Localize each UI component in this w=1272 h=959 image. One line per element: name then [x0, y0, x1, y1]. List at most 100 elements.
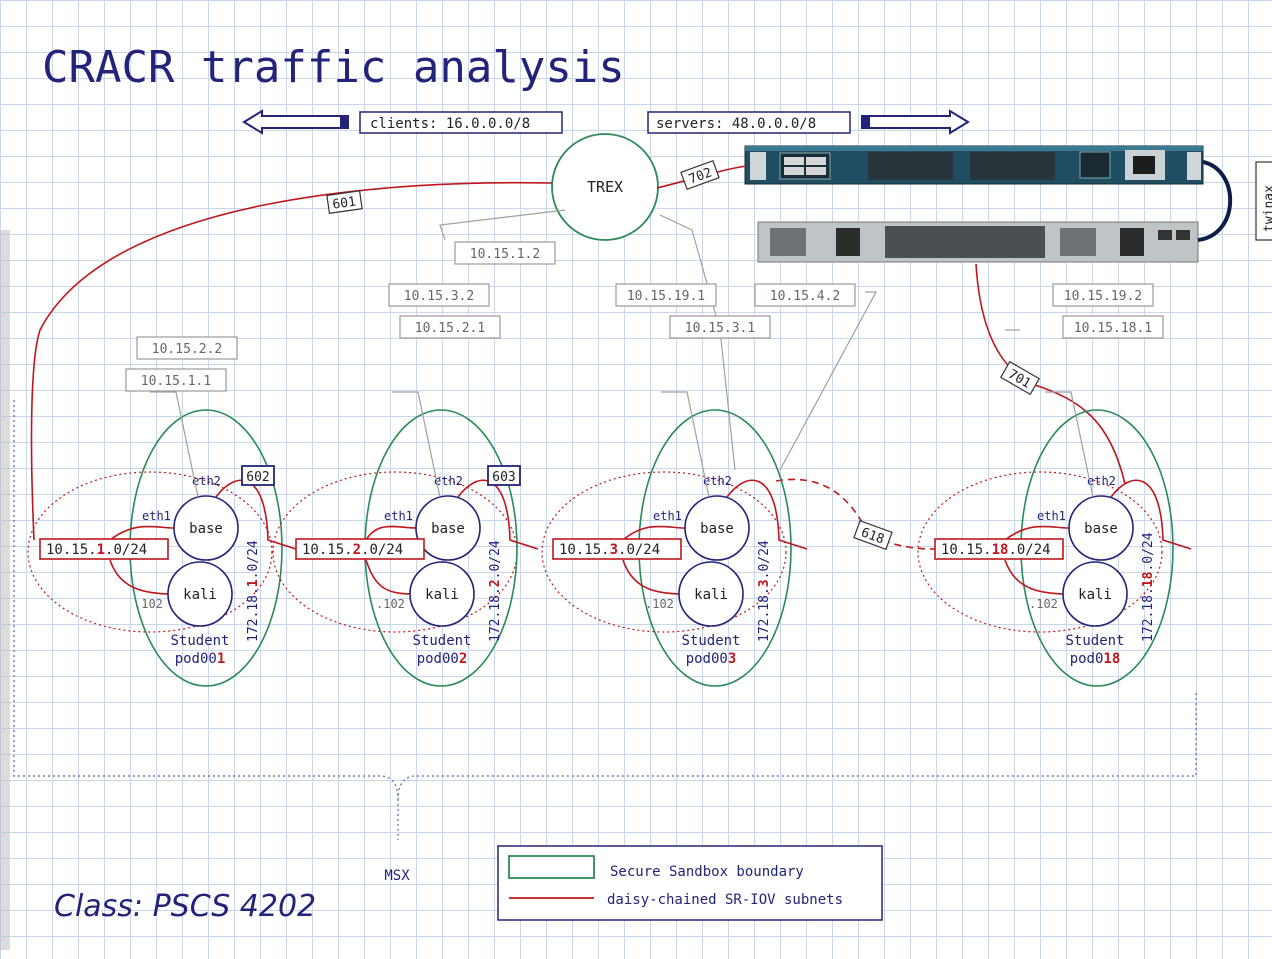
pod-network-boundary [541, 471, 787, 633]
dot102-label: .102 [1029, 597, 1058, 611]
svg-text:601: 601 [332, 195, 357, 213]
svg-text:10.15.1.2: 10.15.1.2 [470, 247, 540, 262]
eth1-label: eth1 [1037, 509, 1066, 523]
subnet-prefix: 10.15. [941, 542, 992, 558]
page-title: CRACR traffic analysis [42, 42, 625, 93]
eth2-label: eth2 [192, 474, 221, 488]
eth1-ip-callout [150, 391, 199, 498]
eth2-link [1110, 479, 1192, 550]
svg-text:10.15.3.0/24: 10.15.3.0/24 [559, 542, 660, 558]
eth1-ip-callout [392, 391, 441, 498]
ip-box-10-15-19-2: 10.15.19.2 [1052, 283, 1154, 307]
subnet-pod-number: 18 [992, 542, 1009, 558]
clients-label-box: clients: 16.0.0.0/8 [359, 111, 563, 134]
ip-box-10-15-3-1: 10.15.3.1 [669, 315, 771, 339]
subnet-pod-number: 3 [610, 542, 618, 558]
link-701-label: 701 [999, 360, 1041, 396]
pod-subnet-box: 10.15.3.0/24 [552, 538, 682, 560]
kali-vm-node [678, 561, 744, 627]
eth1-ip-callout [1045, 391, 1094, 498]
legend-sandbox-label: Secure Sandbox boundary [610, 864, 804, 880]
pod-internal-subnet: 172.18.3.0/24 [757, 540, 772, 642]
kali-label: kali [1078, 587, 1112, 603]
eth2-label: eth2 [703, 474, 732, 488]
pod-internal-subnet: 172.18.18.0/24 [1141, 532, 1156, 642]
kali-vm-node [409, 561, 475, 627]
student-label: Student [1065, 633, 1124, 649]
msx-label: MSX [384, 868, 410, 884]
ip-box-10-15-2-2: 10.15.2.2 [136, 336, 238, 360]
kali-vm-node [167, 561, 233, 627]
kali-vm-node [1062, 561, 1128, 627]
pod-internal-subnet: 172.18.2.0/24 [488, 540, 503, 642]
base-label: base [431, 521, 465, 537]
svg-text:10.15.3.1: 10.15.3.1 [685, 321, 755, 336]
base-label: base [700, 521, 734, 537]
subnet-pod-number: 1 [97, 542, 105, 558]
eth1-link [622, 525, 686, 541]
pod-subnet-box: 10.15.2.0/24 [295, 538, 425, 560]
twinax-label-box: twinax [1255, 161, 1272, 241]
ip-box-10-15-1-2: 10.15.1.2 [454, 241, 556, 265]
eth2-label: eth2 [434, 474, 463, 488]
twinax-cable [1197, 160, 1233, 242]
subnet-suffix: .0/24 [1008, 542, 1050, 558]
link-618-label: 618 [853, 519, 893, 551]
base-vm-node [1068, 495, 1134, 561]
kali-label: kali [694, 587, 728, 603]
subnet-prefix: 10.15. [302, 542, 353, 558]
kali-link [622, 559, 686, 595]
subnet-suffix: .0/24 [105, 542, 147, 558]
svg-text:602: 602 [246, 470, 269, 485]
link-602-label: 602 [241, 465, 275, 486]
eth1-label: eth1 [142, 509, 171, 523]
ip-box-10-15-18-1: 10.15.18.1 [1062, 315, 1164, 339]
legend: Secure Sandbox boundary daisy-chained SR… [497, 845, 883, 921]
servers-arrow-icon [861, 109, 970, 135]
pod-network-boundary [917, 471, 1163, 633]
svg-text:10.15.19.2: 10.15.19.2 [1064, 289, 1142, 304]
subnet-suffix: .0/24 [618, 542, 660, 558]
kali-link [109, 559, 175, 595]
svg-text:10.15.2.0/24: 10.15.2.0/24 [302, 542, 403, 558]
student-pod-2: basekalieth1eth2.10210.15.2.0/24172.18.2… [272, 391, 539, 687]
svg-text:10.15.18.1: 10.15.18.1 [1074, 321, 1152, 336]
legend-subnet-label: daisy-chained SR-IOV subnets [607, 892, 843, 908]
svg-text:10.15.1.1: 10.15.1.1 [141, 374, 211, 389]
link-601-line [30, 181, 553, 541]
student-label: Student [412, 633, 471, 649]
dot102-label: .102 [134, 597, 163, 611]
clients-arrow-icon [242, 109, 349, 135]
class-label: Class: PSCS 4202 [54, 889, 316, 924]
ip-callout-lines [439, 209, 1020, 471]
svg-text:10.15.1.0/24: 10.15.1.0/24 [46, 542, 147, 558]
svg-text:10.15.4.2: 10.15.4.2 [770, 289, 840, 304]
server-unit-top [744, 145, 1204, 185]
msx-brace [13, 400, 1197, 840]
svg-text:603: 603 [492, 470, 515, 485]
subnet-suffix: .0/24 [361, 542, 403, 558]
base-label: base [189, 521, 223, 537]
pod-name: pod001 [175, 651, 226, 667]
servers-label: servers: 48.0.0.0/8 [656, 116, 816, 132]
ip-box-10-15-1-1: 10.15.1.1 [125, 368, 227, 392]
link-702-label: 702 [680, 159, 720, 191]
dot102-label: .102 [376, 597, 405, 611]
base-vm-node [415, 495, 481, 561]
trex-label: TREX [587, 178, 623, 196]
kali-label: kali [183, 587, 217, 603]
ip-box-10-15-19-1: 10.15.19.1 [615, 283, 717, 307]
svg-text:10.15.3.2: 10.15.3.2 [404, 289, 474, 304]
svg-text:10.15.2.1: 10.15.2.1 [415, 321, 485, 336]
eth2-label: eth2 [1087, 474, 1116, 488]
subnet-pod-number: 2 [353, 542, 361, 558]
eth1-link [109, 525, 175, 541]
eth1-label: eth1 [653, 509, 682, 523]
base-label: base [1084, 521, 1118, 537]
pod-internal-subnet: 172.18.1.0/24 [246, 540, 261, 642]
dot102-label: .102 [645, 597, 674, 611]
servers-label-box: servers: 48.0.0.0/8 [647, 111, 851, 134]
eth1-ip-callout [661, 391, 710, 498]
pods-layer: basekalieth1eth2.10210.15.1.0/24172.18.1… [27, 391, 1192, 687]
student-pod-4: base kali eth1 eth2 .102 10.15.18.0/24 172.18.… [917, 391, 1192, 687]
